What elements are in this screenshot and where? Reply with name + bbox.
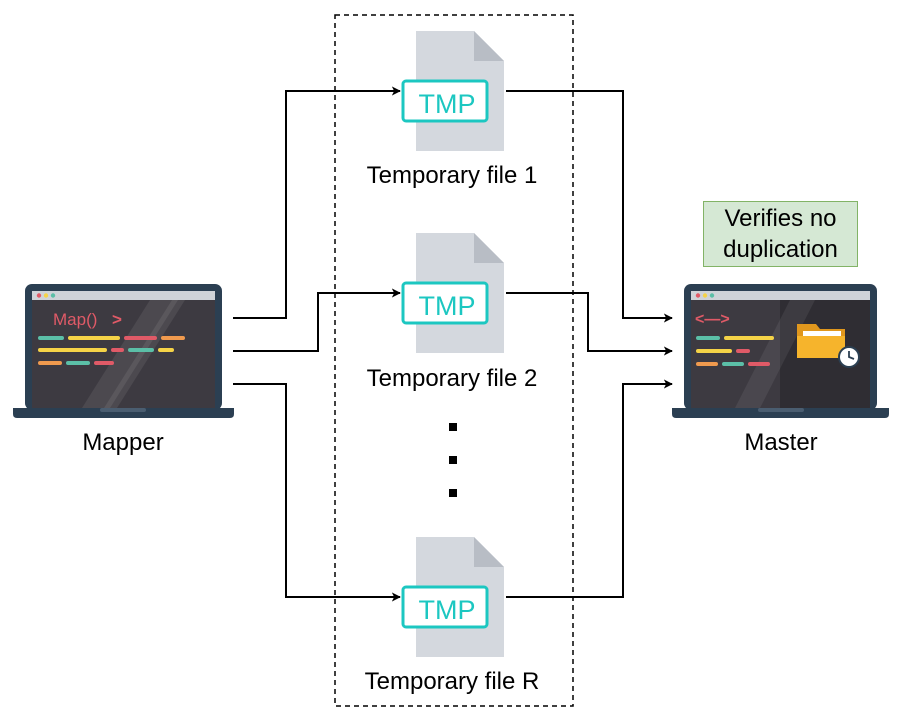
- verification-note: Verifies no duplication: [703, 201, 858, 267]
- master-screen-code: <—>: [695, 311, 730, 328]
- temporary-file-2-label: Temporary file 2: [366, 365, 538, 392]
- tmp-badge-1: TMP: [419, 89, 476, 119]
- mapper-screen-prompt: >: [112, 310, 122, 329]
- mapper-laptop-icon: Map() >: [13, 284, 234, 418]
- edge-mapper-to-file-1: [233, 86, 401, 319]
- master-label: Master: [744, 429, 818, 456]
- ellipsis-dot-2: [449, 456, 457, 464]
- master-laptop-icon: <—>: [672, 284, 889, 418]
- mapper-screen-code: Map(): [53, 310, 97, 329]
- ellipsis-dot-3: [449, 489, 457, 497]
- connectors: [233, 86, 673, 602]
- tmp-badge-2: TMP: [419, 291, 476, 321]
- ellipsis-dot-1: [449, 423, 457, 431]
- edge-file-r-to-master: [506, 379, 673, 598]
- tmp-badge-r: TMP: [419, 595, 476, 625]
- folder-clock-icon: [797, 324, 860, 368]
- mapper-label: Mapper: [82, 429, 164, 456]
- edge-mapper-to-file-r: [233, 383, 401, 602]
- edge-mapper-to-file-2: [233, 288, 401, 352]
- temporary-file-1-label: Temporary file 1: [366, 162, 538, 189]
- temporary-file-r-label: Temporary file R: [364, 668, 540, 695]
- edge-file-1-to-master: [506, 90, 673, 323]
- edge-file-2-to-master: [506, 292, 673, 356]
- temporary-files-group: [334, 14, 574, 707]
